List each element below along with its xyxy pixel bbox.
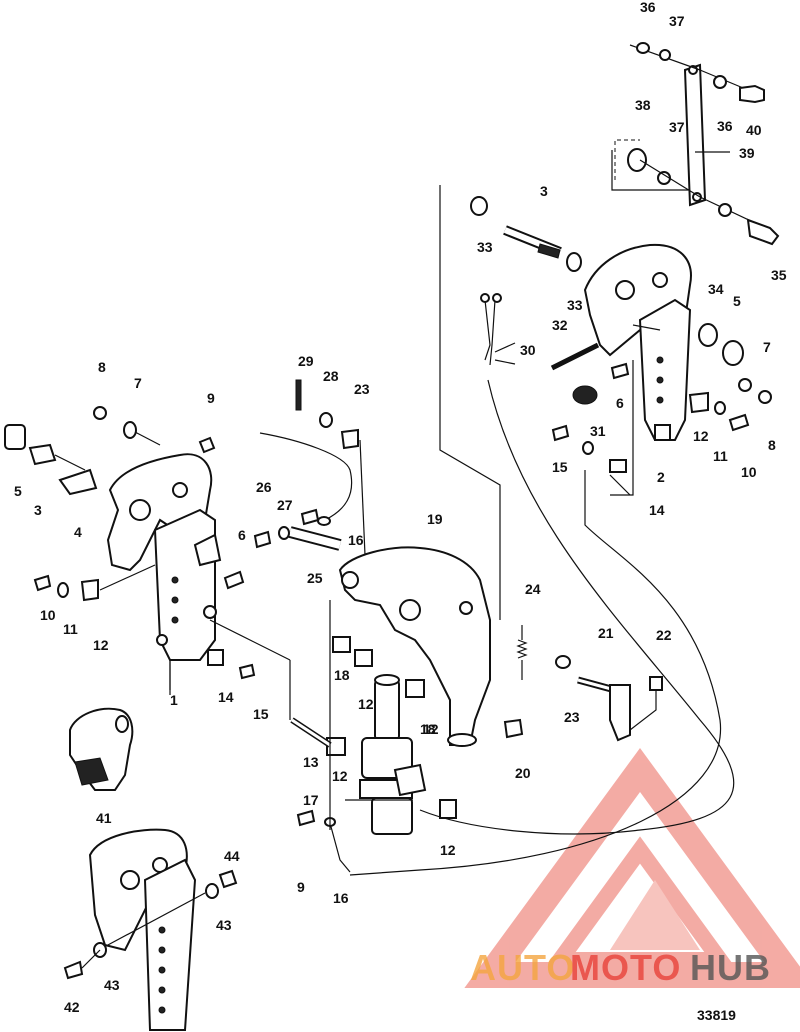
callout-label: 9	[207, 390, 215, 406]
callout-label: 20	[515, 765, 531, 781]
left-bracket-assembly	[4, 406, 256, 690]
callout-label: 4	[74, 524, 82, 540]
watermark-text: AUTO MOTO HUB	[470, 947, 771, 988]
callout-label: 14	[649, 502, 665, 518]
clamp-part-41	[69, 707, 134, 791]
callout-label: 16	[348, 532, 364, 548]
figure-number: 33819	[697, 1007, 736, 1023]
callout-label: 6	[238, 527, 246, 543]
callout-label: 14	[218, 689, 234, 705]
callout-label: 5	[733, 293, 741, 309]
callout-label: 3	[540, 183, 548, 199]
callout-label: 27	[277, 497, 293, 513]
callout-label: 12	[93, 637, 109, 653]
callout-label: 37	[669, 13, 685, 29]
callout-label: 22	[656, 627, 672, 643]
callout-label: 44	[224, 848, 240, 864]
callout-label: 5	[14, 483, 22, 499]
callout-label: 10	[741, 464, 757, 480]
callout-label: 15	[552, 459, 568, 475]
callout-label: 10	[40, 607, 56, 623]
callout-label: 43	[216, 917, 232, 933]
callout-label: 42	[64, 999, 80, 1015]
callout-labels: 1233455667788991010111112121212121213141…	[14, 0, 787, 1015]
callout-label: 13	[303, 754, 319, 770]
callout-label: 8	[768, 437, 776, 453]
callout-label: 12	[332, 768, 348, 784]
callout-label: 1	[170, 692, 178, 708]
watermark-logo	[464, 747, 800, 988]
callout-label: 39	[739, 145, 755, 161]
callout-label: 21	[598, 625, 614, 641]
callout-label: 11	[63, 621, 78, 637]
callout-label: 11	[713, 448, 728, 464]
callout-label: 38	[635, 97, 651, 113]
callout-label: 19	[427, 511, 443, 527]
callout-label: 12	[358, 696, 374, 712]
watermark-word-hub: HUB	[690, 947, 771, 988]
callout-label: 7	[134, 375, 142, 391]
callout-label: 18	[420, 721, 436, 737]
center-assembly	[253, 379, 663, 873]
callout-label: 23	[354, 381, 370, 397]
callout-label: 15	[253, 706, 269, 722]
callout-label: 7	[763, 339, 771, 355]
callout-label: 23	[564, 709, 580, 725]
watermark-word-moto: MOTO	[570, 947, 681, 988]
callout-label: 33	[477, 239, 493, 255]
callout-label: 3	[34, 502, 42, 518]
callout-label: 18	[334, 667, 350, 683]
callout-label: 36	[640, 0, 656, 15]
callout-label: 2	[657, 469, 665, 485]
callout-label: 34	[708, 281, 724, 297]
callout-label: 31	[590, 423, 606, 439]
callout-label: 29	[298, 353, 314, 369]
routing-lines	[349, 139, 735, 876]
callout-label: 28	[323, 368, 339, 384]
watermark-word-auto: AUTO	[470, 947, 575, 988]
leader-lines	[99, 151, 730, 801]
callout-label: 30	[520, 342, 536, 358]
callout-label: 8	[98, 359, 106, 375]
callout-label: 33	[567, 297, 583, 313]
callout-label: 24	[525, 581, 541, 597]
callout-label: 25	[307, 570, 323, 586]
callout-label: 16	[333, 890, 349, 906]
callout-label: 12	[693, 428, 709, 444]
callout-label: 37	[669, 119, 685, 135]
callout-label: 41	[96, 810, 112, 826]
lower-bracket	[63, 828, 238, 1031]
right-bracket-assembly	[470, 42, 780, 473]
callout-label: 9	[297, 879, 305, 895]
callout-label: 17	[303, 792, 319, 808]
callout-label: 6	[616, 395, 624, 411]
callout-label: 12	[423, 721, 439, 737]
callout-label: 35	[771, 267, 787, 283]
callout-label: 43	[104, 977, 120, 993]
callout-label: 12	[440, 842, 456, 858]
callout-label: 36	[717, 118, 733, 134]
callout-label: 32	[552, 317, 568, 333]
callout-label: 26	[256, 479, 272, 495]
callout-label: 40	[746, 122, 762, 138]
